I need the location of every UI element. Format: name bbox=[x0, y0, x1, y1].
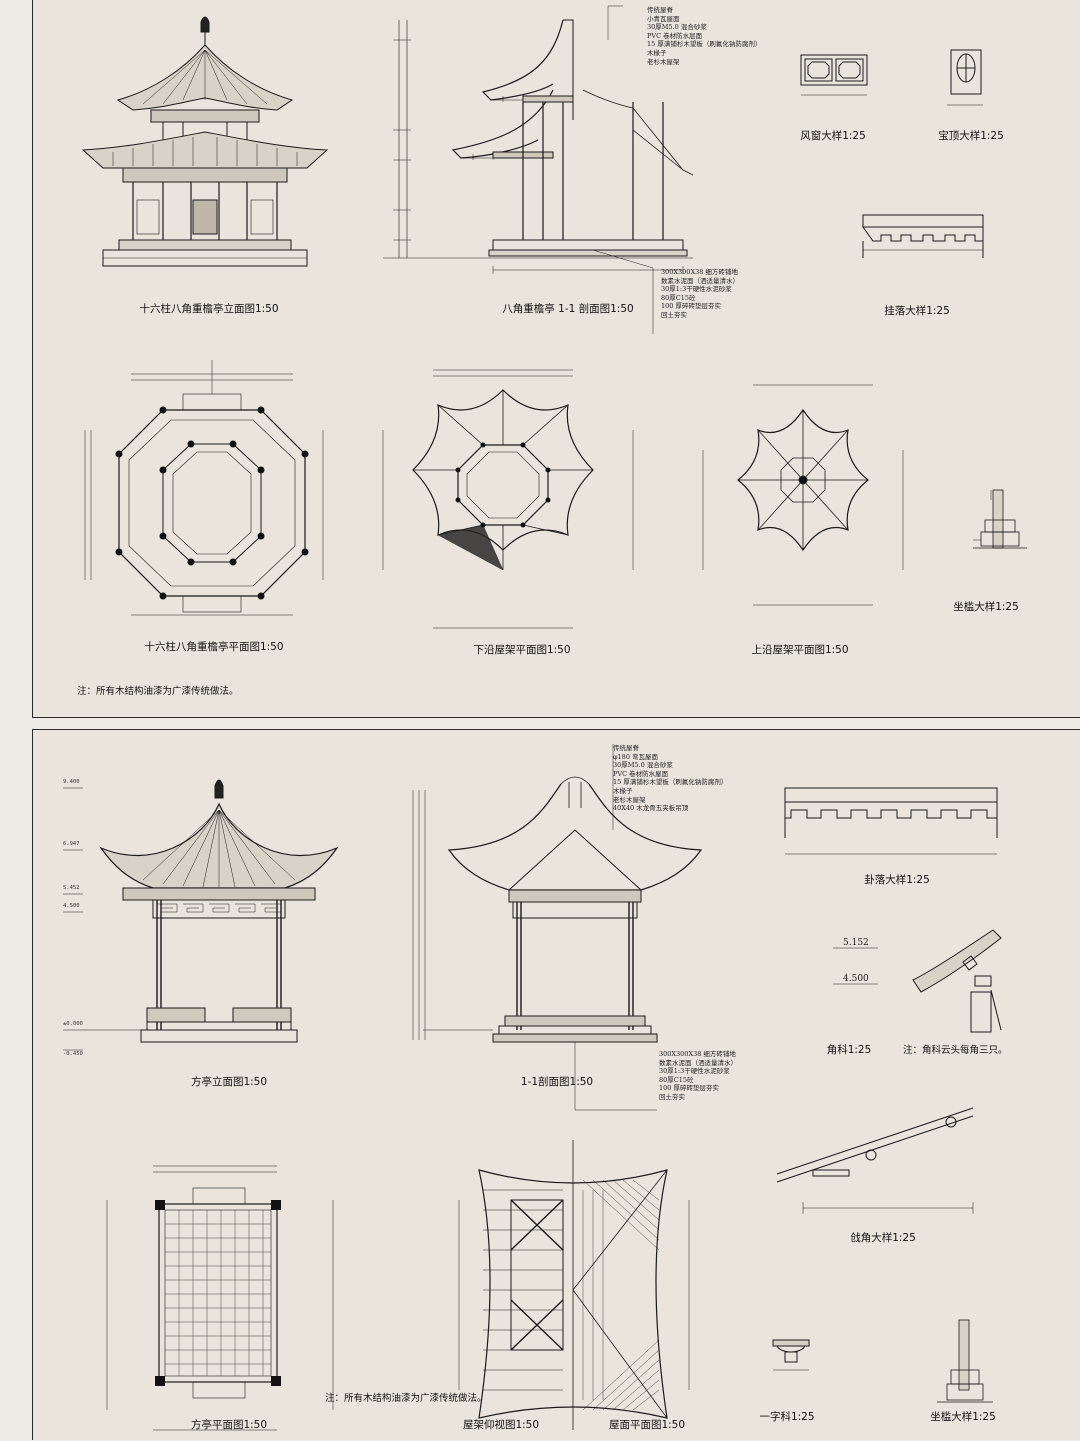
floor-spec-line: 300X300X38 细方砖铺地 bbox=[659, 1050, 736, 1058]
caption-straight-bracket: 一字科1:25 bbox=[759, 1411, 815, 1423]
drawing-sheet-square-pavilion: 传统屋脊 φ180 弯瓦屋面 30厚M5.0 混合砂浆 PVC 卷材防水屋面 1… bbox=[32, 729, 1080, 1440]
roof-spec-line: 30厚M5.0 混合砂浆 bbox=[647, 23, 707, 32]
roof-spec-line: 传统屋脊 bbox=[647, 6, 673, 14]
level-label: -0.450 bbox=[63, 1051, 83, 1057]
floor-spec-line: 数素水泥面（洒适量清水） bbox=[661, 276, 739, 285]
roof-spec-line: 老杉木屋架 bbox=[613, 795, 646, 804]
roof-spec-line: 小青瓦屋面 bbox=[647, 14, 680, 23]
caption-lower-roof-frame: 下沿屋架平面图1:50 bbox=[473, 644, 571, 656]
roof-spec-line: 15 厚满铺杉木望板（刷氟化钠防腐剂） bbox=[613, 778, 728, 787]
caption-square-section: 1-1剖面图1:50 bbox=[520, 1076, 594, 1088]
level-label: 6.947 bbox=[63, 841, 80, 847]
sheet-note-2: 注：所有木结构油漆为广漆传统做法。 bbox=[325, 1393, 487, 1404]
sheet-note: 注：所有木结构油漆为广漆传统做法。 bbox=[77, 686, 239, 697]
octagon-elevation-drawing bbox=[81, 16, 329, 267]
caption-upper-roof-frame: 上沿屋架平面图1:50 bbox=[751, 644, 849, 656]
octagonal-pavilion-drawings bbox=[81, 5, 1027, 629]
roof-spec-line: 15 厚满铺杉木望板（刷氟化钠防腐剂） bbox=[647, 40, 762, 49]
caption-square-plan: 方亭平面图1:50 bbox=[190, 1419, 268, 1431]
ridge-beam-detail-drawing bbox=[776, 1107, 974, 1214]
roof-spec-line: 传统屋脊 bbox=[613, 744, 639, 752]
caption-roof-plan: 屋面平面图1:50 bbox=[608, 1419, 686, 1431]
caption-window-detail: 风窗大样1:25 bbox=[800, 130, 866, 142]
square-section-drawing bbox=[412, 744, 703, 1111]
corner-bracket-drawing bbox=[833, 929, 1002, 1033]
floor-spec-line: 80厚C15砼 bbox=[659, 1075, 694, 1084]
roof-spec-list: 传统屋脊 小青瓦屋面 30厚M5.0 混合砂浆 PVC 卷材防水层面 15 厚满… bbox=[647, 6, 761, 66]
level-label: 5.452 bbox=[63, 885, 80, 891]
caption-finial-detail: 宝顶大样1:25 bbox=[938, 130, 1004, 142]
caption-hanging-fret-2: 卦落大样1:25 bbox=[864, 874, 930, 886]
straight-bracket-drawing bbox=[772, 1339, 810, 1371]
window-detail-drawing bbox=[800, 54, 868, 96]
caption-ridge-beam: 戗角大样1:25 bbox=[850, 1232, 916, 1244]
floor-spec-line: 300X300X38 细方砖铺地 bbox=[661, 268, 738, 276]
corner-note: 注：角科云头每角三只。 bbox=[903, 1045, 1008, 1056]
seat-detail-2-drawing bbox=[937, 1319, 993, 1403]
caption-octagon-section: 八角重檐亭 1-1 剖面图1:50 bbox=[502, 303, 634, 315]
floor-spec-line: 30厚1:3干硬性水泥砂浆 bbox=[659, 1067, 730, 1076]
floor-spec-list-2: 300X300X38 细方砖铺地 数素水泥面（洒适量清水） 30厚1:3干硬性水… bbox=[659, 1050, 737, 1102]
caption-octagon-plan: 十六柱八角重檐亭平面图1:50 bbox=[144, 641, 284, 653]
caption-seat-detail: 坐槛大样1:25 bbox=[953, 601, 1019, 613]
caption-hanging-fret: 挂落大样1:25 bbox=[884, 305, 950, 317]
roof-spec-line: 40X40 木龙骨五夹板吊顶 bbox=[613, 804, 689, 813]
floor-spec-line: 100 厚碎砖垫层夯实 bbox=[659, 1084, 719, 1093]
corner-level-label: 4.500 bbox=[843, 974, 869, 984]
roof-spec-line: 木椽子 bbox=[647, 48, 667, 57]
roof-spec-list-2: 传统屋脊 φ180 弯瓦屋面 30厚M5.0 混合砂浆 PVC 卷材防水屋面 1… bbox=[613, 744, 727, 813]
level-label: 4.500 bbox=[63, 903, 80, 909]
floor-spec-line: 回土夯实 bbox=[661, 310, 687, 319]
roof-spec-line: 老杉木屋架 bbox=[647, 57, 680, 66]
floor-spec-line: 数素水泥面（洒适量清水） bbox=[659, 1058, 737, 1067]
roof-spec-line: PVC 卷材防水屋面 bbox=[613, 769, 669, 778]
floor-spec-line: 80厚C15砼 bbox=[661, 293, 696, 302]
caption-roof-underside: 屋架仰视图1:50 bbox=[462, 1419, 540, 1431]
level-marks bbox=[63, 787, 83, 1051]
floor-spec-line: 回土夯实 bbox=[659, 1092, 685, 1101]
caption-octagon-elevation: 十六柱八角重檐亭立面图1:50 bbox=[139, 303, 279, 315]
level-label: 9.400 bbox=[63, 779, 80, 785]
hanging-fret-detail-2-drawing bbox=[784, 787, 998, 855]
floor-spec-list: 300X300X38 细方砖铺地 数素水泥面（洒适量清水） 30厚1:3干硬性水… bbox=[661, 268, 739, 320]
roof-underside-plan-drawing bbox=[458, 1140, 690, 1430]
roof-spec-line: 木椽子 bbox=[613, 786, 633, 795]
seat-detail-drawing bbox=[973, 489, 1027, 549]
caption-square-elevation: 方亭立面图1:50 bbox=[190, 1076, 268, 1088]
octagon-section-drawing bbox=[383, 5, 694, 334]
caption-corner-bracket: 角科1:25 bbox=[826, 1044, 872, 1056]
square-elevation-drawing bbox=[83, 779, 339, 1043]
corner-level-label: 5.152 bbox=[843, 938, 869, 948]
hanging-fret-detail-drawing bbox=[862, 214, 984, 258]
floor-spec-line: 30厚1:3干硬性水泥砂浆 bbox=[661, 285, 732, 294]
upper-roof-frame-drawing bbox=[702, 384, 904, 606]
roof-spec-line: PVC 卷材防水层面 bbox=[647, 31, 703, 40]
lower-roof-frame-drawing bbox=[382, 369, 634, 629]
roof-spec-line: φ180 弯瓦屋面 bbox=[613, 752, 659, 761]
caption-seat-detail-2: 坐槛大样1:25 bbox=[930, 1411, 996, 1423]
floor-spec-line: 100 厚碎砖垫层夯实 bbox=[661, 302, 721, 311]
roof-spec-line: 30厚M5.0 混合砂浆 bbox=[613, 761, 673, 770]
level-label: ±0.000 bbox=[63, 1021, 83, 1027]
finial-detail-drawing bbox=[947, 49, 983, 106]
square-pavilion-drawings bbox=[63, 744, 1002, 1431]
octagon-plan-drawing bbox=[84, 360, 324, 616]
square-plan-drawing bbox=[106, 1165, 334, 1431]
drawing-sheet-octagonal-pavilion: 传统屋脊 小青瓦屋面 30厚M5.0 混合砂浆 PVC 卷材防水层面 15 厚满… bbox=[32, 0, 1080, 718]
